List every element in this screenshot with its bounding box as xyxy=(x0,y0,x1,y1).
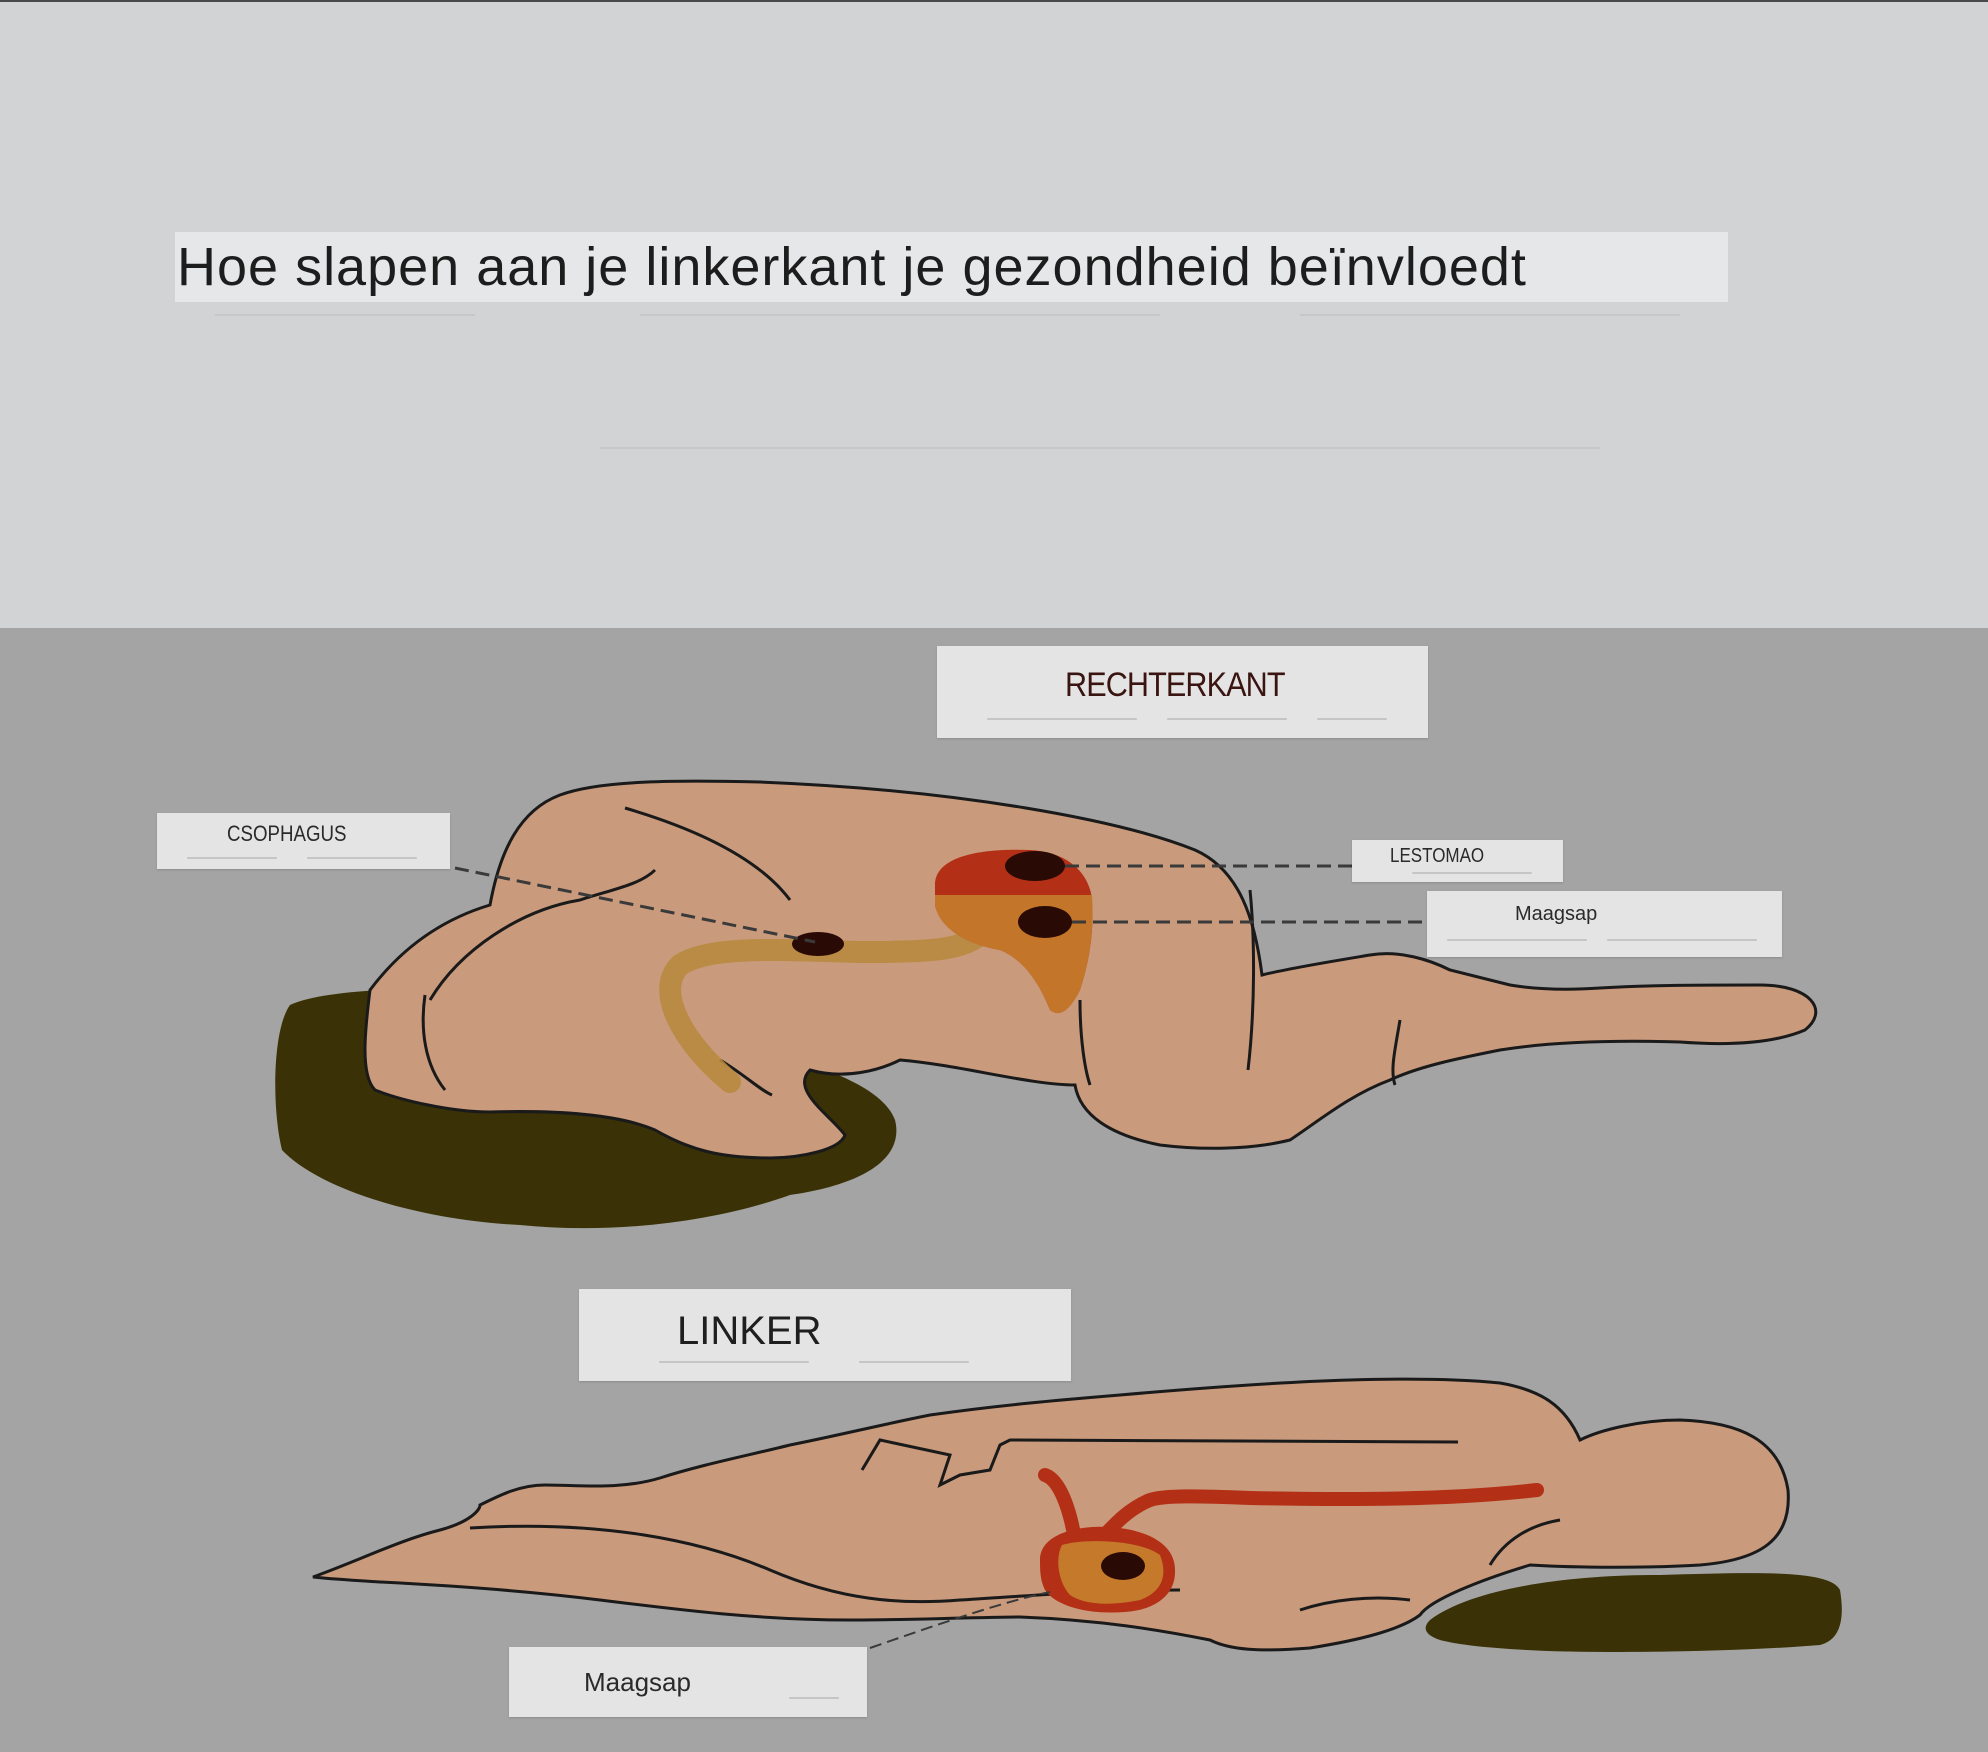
label-faint-line xyxy=(1447,939,1587,941)
label-faint-line xyxy=(789,1697,839,1699)
label-faint-line xyxy=(187,857,277,859)
stomach-dot-lower xyxy=(1018,906,1072,938)
label-gastric-juice-bottom: Maagsap xyxy=(509,1647,867,1717)
hand-crease-top xyxy=(719,1058,773,1097)
arm-crease-top xyxy=(428,868,657,1001)
body-left-side xyxy=(312,1377,1790,1652)
label-faint-line xyxy=(659,1361,809,1363)
faint-line xyxy=(1300,314,1680,316)
page-title: Hoe slapen aan je linkerkant je gezondhe… xyxy=(177,237,1527,297)
waist-crease-bottom xyxy=(860,1438,1459,1488)
label-gastric-juice-top-text: Maagsap xyxy=(1515,903,1598,925)
stomach-dot-upper xyxy=(1005,851,1065,881)
label-left-side-text: LINKER xyxy=(677,1309,822,1353)
stomach-dot-bottom xyxy=(1101,1552,1145,1580)
hip-crease-top xyxy=(1246,889,1256,1071)
thigh-crease-top xyxy=(1078,999,1092,1086)
label-faint-line xyxy=(1607,939,1757,941)
faint-line xyxy=(640,314,1160,316)
label-right-side: RECHTERKANT xyxy=(937,646,1428,738)
label-esophagus: CSOPHAGUS xyxy=(157,813,450,869)
label-stomach-text: LESTOMAO xyxy=(1390,845,1485,867)
label-left-side: LINKER xyxy=(579,1289,1071,1381)
label-faint-line xyxy=(307,857,417,859)
head-crease-top xyxy=(421,994,447,1091)
leader-gastric-juice-bottom xyxy=(869,1591,1051,1649)
title-panel: Hoe slapen aan je linkerkant je gezondhe… xyxy=(0,0,1988,628)
label-faint-line xyxy=(1317,718,1387,720)
faint-line xyxy=(215,314,475,316)
leader-esophagus xyxy=(454,866,816,944)
faint-line xyxy=(600,447,1600,449)
body-right-side xyxy=(363,779,1818,1160)
arm-crease-bottom xyxy=(1488,1518,1561,1566)
label-faint-line xyxy=(859,1361,969,1363)
label-gastric-juice-top: Maagsap xyxy=(1427,891,1782,957)
knee-crease-top xyxy=(1391,1019,1402,1086)
label-faint-line xyxy=(1167,718,1287,720)
label-gastric-juice-bottom-text: Maagsap xyxy=(584,1667,691,1697)
back-crease-top xyxy=(624,806,792,901)
label-esophagus-text: CSOPHAGUS xyxy=(227,821,347,846)
head-shadow-bottom xyxy=(1425,1573,1842,1652)
label-faint-line xyxy=(1412,872,1532,874)
label-right-side-text: RECHTERKANT xyxy=(1065,666,1286,704)
leg-crease-bottom xyxy=(1299,1596,1411,1612)
esophagus-dot xyxy=(792,932,844,956)
esophagus-tube-top xyxy=(659,914,1001,1093)
label-stomach: LESTOMAO xyxy=(1352,840,1563,882)
title-box: Hoe slapen aan je linkerkant je gezondhe… xyxy=(175,232,1728,302)
label-faint-line xyxy=(987,718,1137,720)
